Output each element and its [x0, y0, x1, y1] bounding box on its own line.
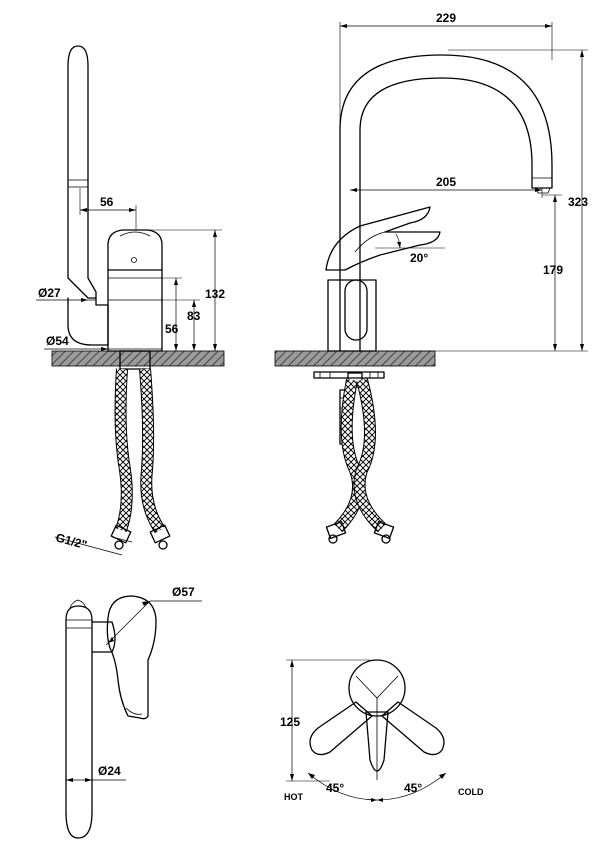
dim-inlet-height: 83	[187, 309, 201, 323]
hose-fitting-left	[110, 524, 132, 550]
lever-rotation-view: 125 45° 45° HOT COLD	[280, 659, 484, 802]
handle-top	[106, 595, 157, 720]
dim-tube-diameter: Ø24	[98, 764, 121, 778]
dim-angle-hot: 45°	[326, 781, 344, 795]
dim-lever-offset: 56	[100, 195, 114, 209]
spout-tube-top	[65, 605, 93, 839]
dim-spout-height: 179	[543, 263, 563, 277]
top-view: Ø57 Ø24	[65, 585, 202, 839]
hose-fitting-right	[149, 524, 171, 550]
hose-fitting-front-left	[325, 520, 347, 544]
spout-tube-side	[67, 45, 97, 299]
cold-lever-arm	[381, 701, 445, 756]
dim-handle-depth: 125	[280, 715, 300, 729]
hot-lever-arm	[309, 701, 373, 756]
dim-handle-diameter: Ø57	[172, 585, 195, 599]
front-view: 229 205 323 179 20°	[274, 11, 588, 544]
faucet-body-front	[327, 279, 377, 352]
faucet-body-side	[107, 269, 163, 352]
dim-height-total: 323	[568, 195, 588, 209]
label-cold: COLD	[458, 787, 484, 797]
lever-handle	[325, 206, 441, 271]
dim-handle-angle: 20°	[410, 251, 428, 265]
dim-body-height: 132	[205, 287, 225, 301]
mounting-plate	[313, 371, 385, 379]
cartridge-cap-side	[107, 229, 163, 271]
dim-angle-cold: 45°	[404, 781, 422, 795]
dim-spout-reach: 205	[436, 175, 456, 189]
countertop-left	[51, 350, 225, 367]
gooseneck-spout	[339, 54, 553, 352]
hose-fitting-front-right	[373, 520, 395, 544]
dim-spout-diameter: Ø27	[38, 286, 61, 300]
spout-base-bend	[67, 297, 109, 346]
dim-thread: G1/2"	[54, 530, 88, 552]
side-view: 56 132 83 56 Ø27 Ø54 G1/2"	[36, 45, 225, 556]
dim-width-total: 229	[436, 11, 456, 25]
dim-base-diameter: Ø54	[46, 334, 69, 348]
dim-base-height: 56	[165, 322, 179, 336]
countertop-right	[274, 350, 436, 367]
label-hot: HOT	[284, 792, 304, 802]
